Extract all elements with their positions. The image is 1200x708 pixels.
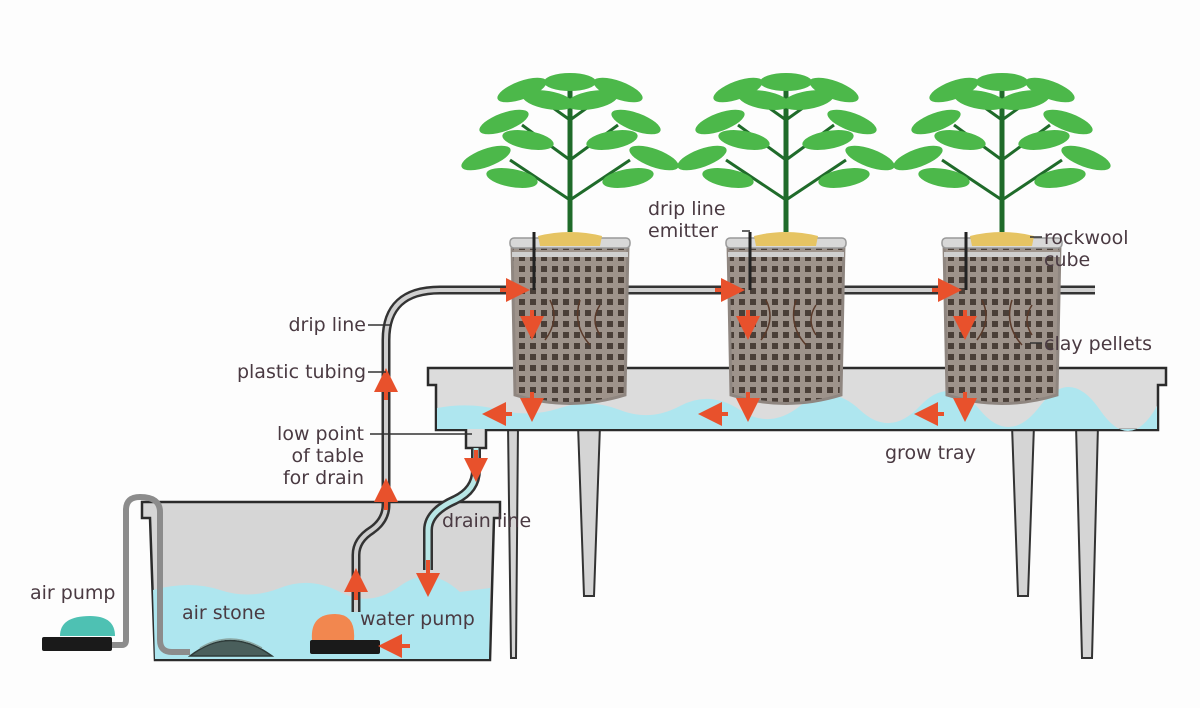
label-emitter: drip line: [648, 198, 726, 220]
air-stone: [187, 638, 275, 657]
label-low-point-3: for drain: [283, 467, 364, 489]
label-water-pump: water pump: [360, 608, 475, 630]
water-pump: [310, 614, 380, 654]
leaf: [502, 130, 554, 150]
label-air-stone: air stone: [182, 602, 265, 624]
leaf: [929, 77, 979, 103]
leaf: [998, 90, 1050, 110]
air-line: [112, 493, 190, 655]
label-low-point: low point: [277, 423, 364, 445]
bucket: [941, 232, 1063, 405]
leaf: [677, 145, 727, 171]
leaf: [497, 77, 547, 103]
label-clay-pellets: clay pellets: [1044, 333, 1152, 355]
leaf: [1018, 130, 1070, 150]
leaf: [1061, 145, 1111, 171]
leaf: [893, 145, 943, 171]
leaf: [827, 109, 877, 135]
leaf: [1034, 168, 1086, 188]
roots: [544, 299, 601, 346]
plant: [893, 73, 1111, 232]
table-leg: [1074, 424, 1100, 659]
leaf: [611, 109, 661, 135]
flow-arrows: [344, 278, 977, 658]
table-legs: [506, 424, 1100, 659]
bucket: [509, 232, 631, 405]
plant: [461, 73, 679, 232]
bucket: [725, 232, 847, 405]
rockwool-cube: [754, 232, 818, 246]
leaf: [629, 145, 679, 171]
leaf: [718, 130, 770, 150]
leaf: [760, 73, 812, 91]
table-leg: [506, 424, 520, 659]
leaf: [802, 130, 854, 150]
label-emitter-2: emitter: [648, 220, 718, 242]
leaf: [461, 145, 511, 171]
plant: [677, 73, 895, 232]
leaf: [586, 130, 638, 150]
table-leg: [576, 424, 602, 597]
leaf: [593, 77, 643, 103]
label-low-point-2: of table: [292, 445, 364, 467]
leaf: [934, 130, 986, 150]
leaf: [713, 77, 763, 103]
label-drain-line: drain line: [442, 510, 531, 532]
leaf: [818, 168, 870, 188]
leaf: [738, 90, 790, 110]
leaf: [918, 168, 970, 188]
rockwool-cube: [538, 232, 602, 246]
label-rockwool-2: cube: [1044, 249, 1090, 271]
label-rockwool: rockwool: [1044, 227, 1129, 249]
leaf: [845, 145, 895, 171]
leaf: [566, 90, 618, 110]
rockwool-cube: [970, 232, 1034, 246]
tray-water: [437, 386, 1157, 432]
leaf: [544, 73, 596, 91]
leaf: [1025, 77, 1075, 103]
label-drip-line: drip line: [288, 314, 366, 336]
label-plastic-tubing: plastic tubing: [237, 361, 366, 383]
labels: drip line plastic tubing low point of ta…: [30, 198, 1152, 630]
leaf: [976, 73, 1028, 91]
leaf: [954, 90, 1006, 110]
table-leg: [1010, 424, 1036, 597]
leaf: [782, 90, 834, 110]
label-grow-tray: grow tray: [885, 442, 976, 464]
leaf: [695, 109, 745, 135]
leaf: [702, 168, 754, 188]
leaf: [809, 77, 859, 103]
leaf: [486, 168, 538, 188]
leader-lines: [368, 230, 1042, 435]
leaf: [911, 109, 961, 135]
leaf: [479, 109, 529, 135]
roots: [760, 299, 817, 346]
leaf: [1043, 109, 1093, 135]
label-air-pump: air pump: [30, 582, 115, 604]
air-pump: [42, 616, 115, 651]
leaf: [602, 168, 654, 188]
roots: [976, 299, 1033, 346]
leaf: [522, 90, 574, 110]
